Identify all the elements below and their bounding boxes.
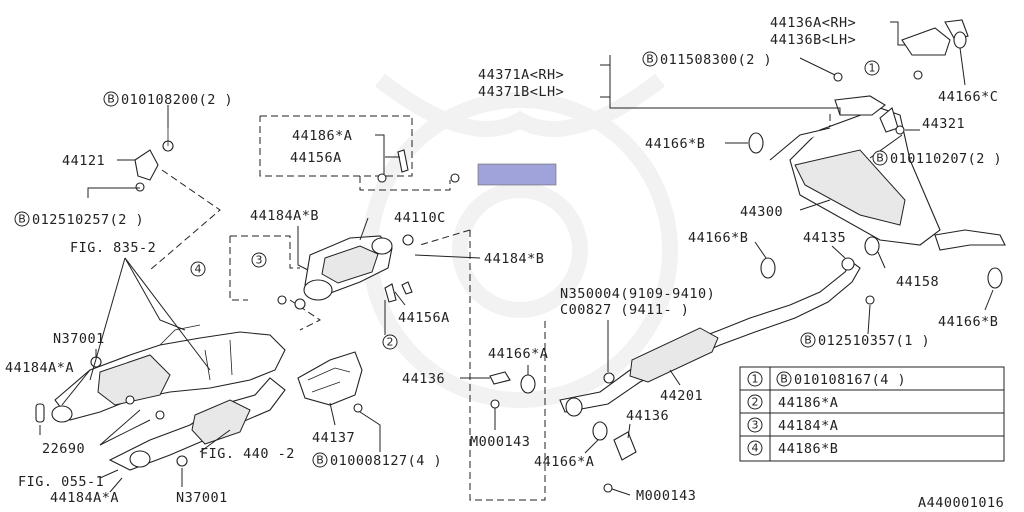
label-44371a-rh: 44371A<RH>	[478, 67, 564, 83]
label-44166b-right: 44166*B	[938, 314, 998, 330]
highlighted-part	[477, 163, 557, 186]
label-011508300: 011508300(2 )	[660, 52, 772, 68]
label-44371b-lh: 44371B<LH>	[478, 84, 564, 100]
label-44300: 44300	[740, 204, 783, 220]
svg-text:B: B	[804, 334, 812, 347]
legend-row-4: 4 44186*B	[747, 440, 838, 457]
legend-row-3: 3 44184*A	[747, 417, 838, 434]
label-44156a-mid: 44156A	[398, 310, 450, 326]
diagram-reference-code: A440001016	[918, 495, 1004, 511]
legend-row-1: 1 B 010108167(4 )	[747, 371, 906, 388]
circled-4-front: 4	[190, 261, 206, 277]
circled-b-010008127: B	[312, 452, 328, 468]
label-m000143-left: M000143	[470, 434, 530, 450]
bracket-44121	[134, 128, 174, 192]
svg-text:B: B	[18, 213, 26, 226]
svg-text:3: 3	[256, 254, 263, 267]
muffler-44300	[748, 95, 1006, 305]
label-44166a-bottom: 44166*A	[534, 454, 594, 470]
label-44166c: 44166*C	[938, 89, 998, 105]
svg-text:010108167(4 ): 010108167(4 )	[794, 372, 906, 388]
label-44135: 44135	[803, 230, 846, 246]
label-010108200: 010108200(2 )	[121, 92, 233, 108]
leader-lines	[39, 21, 994, 496]
svg-text:B: B	[780, 373, 788, 386]
label-n350004: N350004(9109-9410)	[560, 286, 715, 302]
front-exhaust-pipe	[35, 324, 286, 471]
label-44201: 44201	[660, 388, 703, 404]
label-44186a: 44186*A	[292, 128, 352, 144]
svg-text:1: 1	[752, 373, 759, 386]
label-44136a-rh: 44136A<RH>	[770, 15, 856, 31]
svg-text:3: 3	[752, 419, 759, 432]
hangers-center	[489, 371, 637, 493]
label-012510257: 012510257(2 )	[32, 212, 144, 228]
label-44184a-a-bottom: 44184A*A	[50, 490, 119, 506]
label-010110207: 010110207(2 )	[890, 151, 1002, 167]
label-44166b-mid: 44166*B	[688, 230, 748, 246]
label-44156a-top: 44156A	[290, 150, 342, 166]
label-010008127: 010008127(4 )	[330, 453, 442, 469]
label-22690: 22690	[42, 441, 85, 457]
label-44321: 44321	[922, 116, 965, 132]
legend-row-2: 2 44186*A	[747, 394, 838, 411]
svg-text:4: 4	[195, 263, 202, 276]
label-44184b: 44184*B	[484, 251, 544, 267]
label-44184a-a-left: 44184A*A	[5, 360, 74, 376]
svg-text:44186*B: 44186*B	[778, 441, 838, 457]
circled-1-top: 1	[864, 60, 880, 76]
circled-3-front: 3	[251, 252, 267, 268]
label-m000143-bottom: M000143	[636, 488, 696, 504]
label-44136b-lh: 44136B<LH>	[770, 32, 856, 48]
label-012510357: 012510357(1 )	[818, 333, 930, 349]
label-44137: 44137	[312, 430, 355, 446]
heat-shield-44137	[297, 351, 363, 413]
label-44136-left: 44136	[402, 371, 445, 387]
label-44184a-b: 44184A*B	[250, 208, 319, 224]
label-44166a-top: 44166*A	[488, 346, 548, 362]
label-n37001-bottom: N37001	[176, 490, 228, 506]
label-c00827: C00827 (9411- )	[560, 302, 689, 318]
svg-text:1: 1	[869, 62, 876, 75]
svg-text:B: B	[107, 93, 115, 106]
svg-text:B: B	[316, 454, 324, 467]
svg-text:B: B	[876, 152, 884, 165]
label-fig-055-1: FIG. 055-1	[18, 474, 104, 490]
brackets-rear-top	[833, 19, 969, 135]
label-44121: 44121	[62, 153, 105, 169]
circled-b-011508300: B	[642, 51, 658, 67]
svg-text:2: 2	[387, 336, 394, 349]
circled-b-012510357: B	[800, 332, 816, 348]
svg-text:2: 2	[752, 396, 759, 409]
label-44110c: 44110C	[394, 210, 446, 226]
label-fig-440-2: FIG. 440 -2	[200, 446, 295, 462]
center-pipe-44201	[559, 261, 861, 417]
svg-text:44184*A: 44184*A	[778, 418, 838, 434]
catalytic-converter-44110c	[277, 234, 414, 310]
circled-b-012510257: B	[14, 211, 30, 227]
legend-table: 1 B 010108167(4 ) 2 44186*A 3 44184*A 4 …	[739, 366, 1005, 462]
label-44158: 44158	[896, 274, 939, 290]
label-n37001-top: N37001	[53, 331, 105, 347]
bolts-44186a	[377, 149, 460, 183]
label-44136-right: 44136	[626, 408, 669, 424]
circled-2-front: 2	[382, 334, 398, 350]
svg-text:4: 4	[752, 442, 759, 455]
svg-text:44186*A: 44186*A	[778, 395, 838, 411]
circled-b-010108200: B	[103, 91, 119, 107]
circled-b-010110207: B	[872, 150, 888, 166]
svg-text:B: B	[646, 53, 654, 66]
label-fig-835-2: FIG. 835-2	[70, 240, 156, 256]
label-44166b-top: 44166*B	[645, 136, 705, 152]
